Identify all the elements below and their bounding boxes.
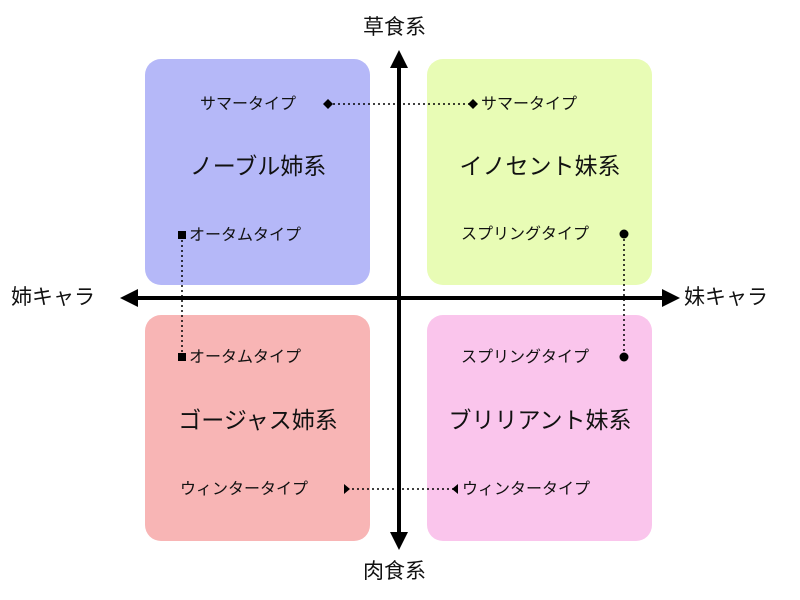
circle-icon bbox=[619, 352, 629, 362]
left-arrow-icon bbox=[120, 289, 138, 307]
quadrant-noble-ane bbox=[145, 59, 370, 285]
type-label-winter: ウィンタータイプ bbox=[180, 479, 309, 498]
quadrant-title-gorgeous-ane: ゴージャス姉系 bbox=[178, 408, 338, 434]
square-icon bbox=[178, 231, 186, 239]
up-arrow-icon bbox=[390, 50, 408, 68]
quadrant-brilliant-imouto bbox=[427, 315, 652, 541]
axis-label-left: 姉キャラ bbox=[11, 285, 95, 309]
quadrant-innocent-imouto bbox=[427, 59, 652, 285]
type-label-autumn: オータムタイプ bbox=[189, 347, 302, 366]
quadrant-title-innocent-imouto: イノセント妹系 bbox=[459, 154, 621, 180]
down-arrow-icon bbox=[390, 532, 408, 550]
arrowhead-icon bbox=[344, 484, 350, 494]
circle-icon bbox=[619, 229, 629, 239]
axis-label-top: 草食系 bbox=[363, 15, 426, 39]
diamond-icon bbox=[468, 99, 478, 109]
type-label-autumn: オータムタイプ bbox=[189, 225, 302, 244]
type-label-winter: ウィンタータイプ bbox=[462, 479, 591, 498]
type-label-spring: スプリングタイプ bbox=[461, 224, 590, 243]
square-icon bbox=[178, 353, 186, 361]
diamond-icon bbox=[323, 99, 333, 109]
type-label-summer: サマータイプ bbox=[481, 94, 578, 113]
axis-label-right: 妹キャラ bbox=[684, 285, 768, 309]
quadrant-title-noble-ane: ノーブル姉系 bbox=[189, 154, 327, 180]
quadrant-title-brilliant-imouto: ブリリアント妹系 bbox=[448, 408, 632, 434]
type-label-spring: スプリングタイプ bbox=[461, 347, 590, 366]
quadrant-gorgeous-ane bbox=[145, 315, 370, 541]
type-label-summer: サマータイプ bbox=[200, 94, 297, 113]
right-arrow-icon bbox=[662, 289, 680, 307]
arrowhead-icon bbox=[452, 484, 458, 494]
axis-label-bottom: 肉食系 bbox=[363, 559, 426, 583]
